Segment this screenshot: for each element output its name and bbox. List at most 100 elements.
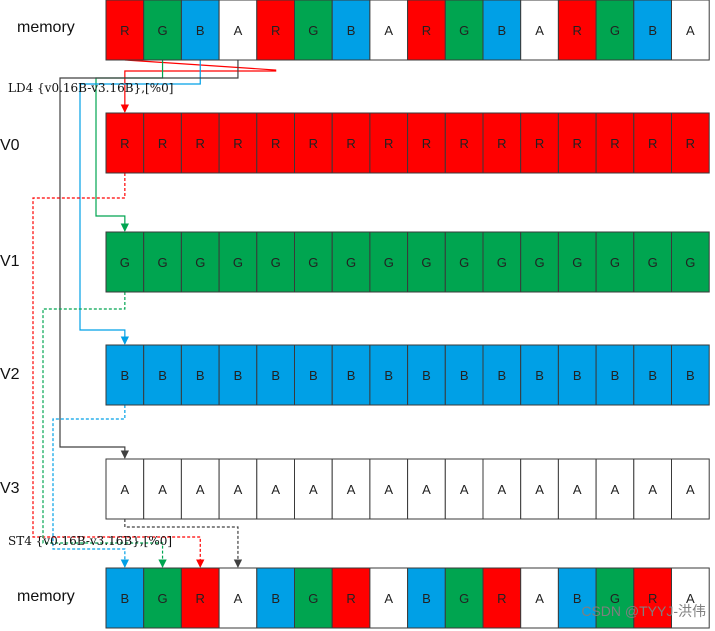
v3-cell-label-9: A	[460, 482, 469, 497]
v3-cell-8	[407, 458, 446, 520]
memory-top-cell-6	[331, 0, 371, 61]
v0-cell-label-7: R	[384, 136, 393, 151]
v0-cell-1	[143, 112, 182, 174]
v3-cell-label-8: A	[422, 482, 431, 497]
v1-cell-label-10: G	[497, 255, 507, 270]
v2-cell-label-7: B	[384, 368, 393, 383]
memory-top-cell-label-8: R	[422, 23, 431, 38]
v3-cell-15	[671, 458, 710, 520]
v1-cell-label-14: G	[648, 255, 658, 270]
v0-cell-12	[557, 112, 597, 174]
v2-cell-label-6: B	[347, 368, 356, 383]
memory-bottom-cell-label-0: B	[121, 591, 130, 606]
memory-bottom-cell-label-9: G	[459, 591, 469, 606]
v2-cell-4	[256, 344, 295, 406]
v2-cell-8	[407, 344, 446, 406]
memory-bottom-label: memory	[17, 588, 75, 605]
memory-bottom-cell-0	[105, 567, 145, 629]
memory-bottom-cell-label-5: G	[308, 591, 318, 606]
v0-cell-15	[671, 112, 710, 174]
v1-cell-label-6: G	[346, 255, 356, 270]
v1-cell-8	[407, 231, 446, 293]
v2-cell-11	[520, 344, 559, 406]
memory-top-cell-7	[369, 0, 409, 61]
v3-cell-0	[105, 458, 145, 520]
memory-bottom-cell-4	[256, 567, 295, 629]
v1-cell-label-1: G	[157, 255, 167, 270]
connectors	[32, 59, 277, 568]
v3-cell-13	[595, 458, 635, 520]
v3-cell-label-13: A	[611, 482, 620, 497]
v0-cell-6	[331, 112, 371, 174]
memory-top-cell-label-1: G	[157, 23, 167, 38]
v1-label: V1	[0, 253, 20, 270]
memory-bottom-cell-label-6: R	[346, 591, 355, 606]
v2-cell-13	[595, 344, 635, 406]
load-connector-b	[79, 60, 201, 345]
v0-cell-label-10: R	[497, 136, 506, 151]
v1-cell-label-12: G	[572, 255, 582, 270]
v2-cell-0	[105, 344, 145, 406]
v1-cell-label-15: G	[685, 255, 695, 270]
memory-top-cell-label-6: B	[347, 23, 356, 38]
memory-top-cell-10	[482, 0, 522, 61]
v0-cell-13	[595, 112, 635, 174]
v1-cell-10	[482, 231, 522, 293]
watermark: CSDN @TYYJ-洪伟	[581, 603, 706, 619]
v2-cell-label-0: B	[121, 368, 130, 383]
v2-cell-7	[369, 344, 409, 406]
v1-cell-label-7: G	[384, 255, 394, 270]
memory-bottom-cell-15	[671, 567, 710, 629]
memory-bottom-cell-6	[331, 567, 371, 629]
v1-cell-11	[520, 231, 559, 293]
v1-cell-15	[671, 231, 710, 293]
v2-cell-label-4: B	[271, 368, 280, 383]
v1-cell-6	[331, 231, 371, 293]
v1-cell-7	[369, 231, 409, 293]
store-connector-a	[124, 519, 243, 568]
v3-cell-label-11: A	[535, 482, 544, 497]
v0-cell-label-4: R	[271, 136, 280, 151]
v0-cell-label-12: R	[573, 136, 582, 151]
v0-cell-label-13: R	[610, 136, 619, 151]
memory-bottom-cell-14	[633, 567, 672, 629]
v1-cell-label-3: G	[233, 255, 243, 270]
v0-cell-label-1: R	[158, 136, 167, 151]
memory-top-cell-label-2: B	[196, 23, 205, 38]
memory-bottom-cell-label-3: A	[234, 591, 243, 606]
v3-cell-label-14: A	[648, 482, 657, 497]
v3-cell-11	[520, 458, 559, 520]
memory-top-cell-label-7: A	[384, 23, 393, 38]
v0-cell-label-15: R	[686, 136, 695, 151]
v0-cell-label-0: R	[120, 136, 129, 151]
memory-bottom-cell-12	[557, 567, 597, 629]
v0-cell-label-11: R	[535, 136, 544, 151]
memory-bottom-cell-label-11: A	[535, 591, 544, 606]
memory-top-cell-15	[671, 0, 710, 61]
v1-cell-label-2: G	[195, 255, 205, 270]
v2-cell-label-8: B	[422, 368, 431, 383]
v0-cell-11	[520, 112, 559, 174]
v0-cell-5	[294, 112, 333, 174]
v2-cell-1	[143, 344, 182, 406]
memory-bottom-cell-8	[407, 567, 446, 629]
v0-cell-4	[256, 112, 295, 174]
memory-top-cell-13	[595, 0, 635, 61]
v2-cell-label-1: B	[158, 368, 167, 383]
memory-bottom-cell-5	[294, 567, 333, 629]
store-connector-g	[42, 292, 167, 568]
v3-cell-3	[218, 458, 258, 520]
v0-cell-9	[444, 112, 484, 174]
load-connector-g	[95, 60, 164, 232]
v0-cell-3	[218, 112, 258, 174]
v2-cell-label-10: B	[498, 368, 507, 383]
memory-top-cell-label-4: R	[271, 23, 280, 38]
memory-top-cell-label-10: B	[498, 23, 507, 38]
memory-bottom-cell-label-7: A	[384, 591, 393, 606]
